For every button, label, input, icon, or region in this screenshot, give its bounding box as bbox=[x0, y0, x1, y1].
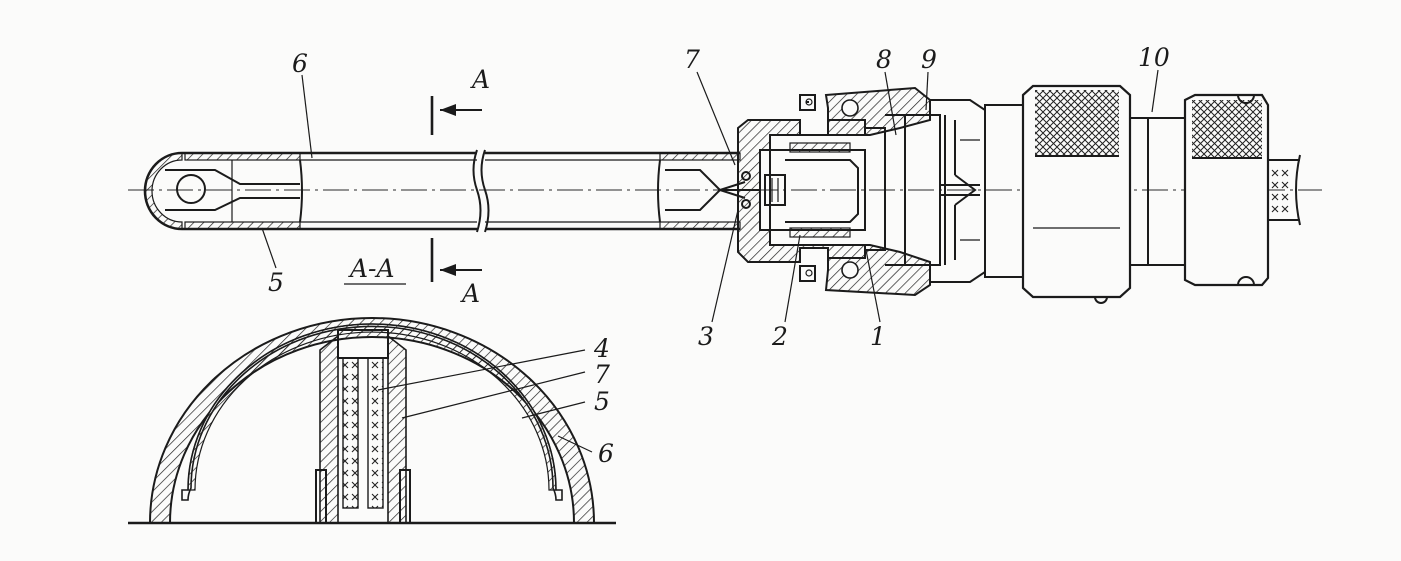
cable bbox=[1268, 154, 1301, 226]
cable-gland bbox=[1183, 93, 1270, 287]
callout-8: 8 bbox=[876, 45, 892, 74]
section-marker-top: A bbox=[470, 65, 490, 94]
central-rib bbox=[315, 329, 411, 524]
callout-6-section: 6 bbox=[598, 439, 614, 468]
probe-tip bbox=[143, 151, 300, 231]
callout-10: 10 bbox=[1138, 43, 1170, 72]
neck bbox=[1130, 117, 1186, 266]
contact-assembly bbox=[741, 142, 866, 238]
callout-5-bottom: 5 bbox=[268, 268, 284, 297]
callout-5-section: 5 bbox=[594, 387, 610, 416]
probe-tube-left bbox=[184, 151, 477, 231]
labels: 6 5 7 8 9 10 3 2 1 A A A-A 4 7 5 6 bbox=[268, 43, 1170, 468]
section-marks bbox=[430, 96, 482, 282]
callout-3: 3 bbox=[698, 322, 714, 351]
main-view bbox=[128, 69, 1322, 323]
callout-1: 1 bbox=[870, 322, 886, 351]
callout-4: 4 bbox=[593, 334, 610, 363]
connector-housing bbox=[737, 86, 931, 297]
leader-lines bbox=[261, 69, 1159, 323]
tube-break-right bbox=[480, 149, 490, 233]
section-marker-bottom: A bbox=[460, 279, 480, 308]
callout-6-top: 6 bbox=[292, 49, 308, 78]
callout-7-top: 7 bbox=[684, 45, 700, 74]
callout-9: 9 bbox=[921, 45, 937, 74]
coupling-nut bbox=[865, 99, 986, 283]
callout-7-section: 7 bbox=[594, 360, 610, 389]
section-leader-lines bbox=[377, 349, 593, 453]
section-view bbox=[128, 317, 616, 525]
tube-break-left bbox=[472, 149, 482, 233]
probe-tube-right bbox=[485, 151, 760, 231]
section-title: A-A bbox=[348, 254, 395, 283]
callout-2: 2 bbox=[771, 322, 788, 351]
knurled-nut bbox=[1021, 84, 1132, 304]
outer-shell bbox=[148, 317, 596, 524]
intermediate-ring bbox=[984, 104, 1024, 278]
